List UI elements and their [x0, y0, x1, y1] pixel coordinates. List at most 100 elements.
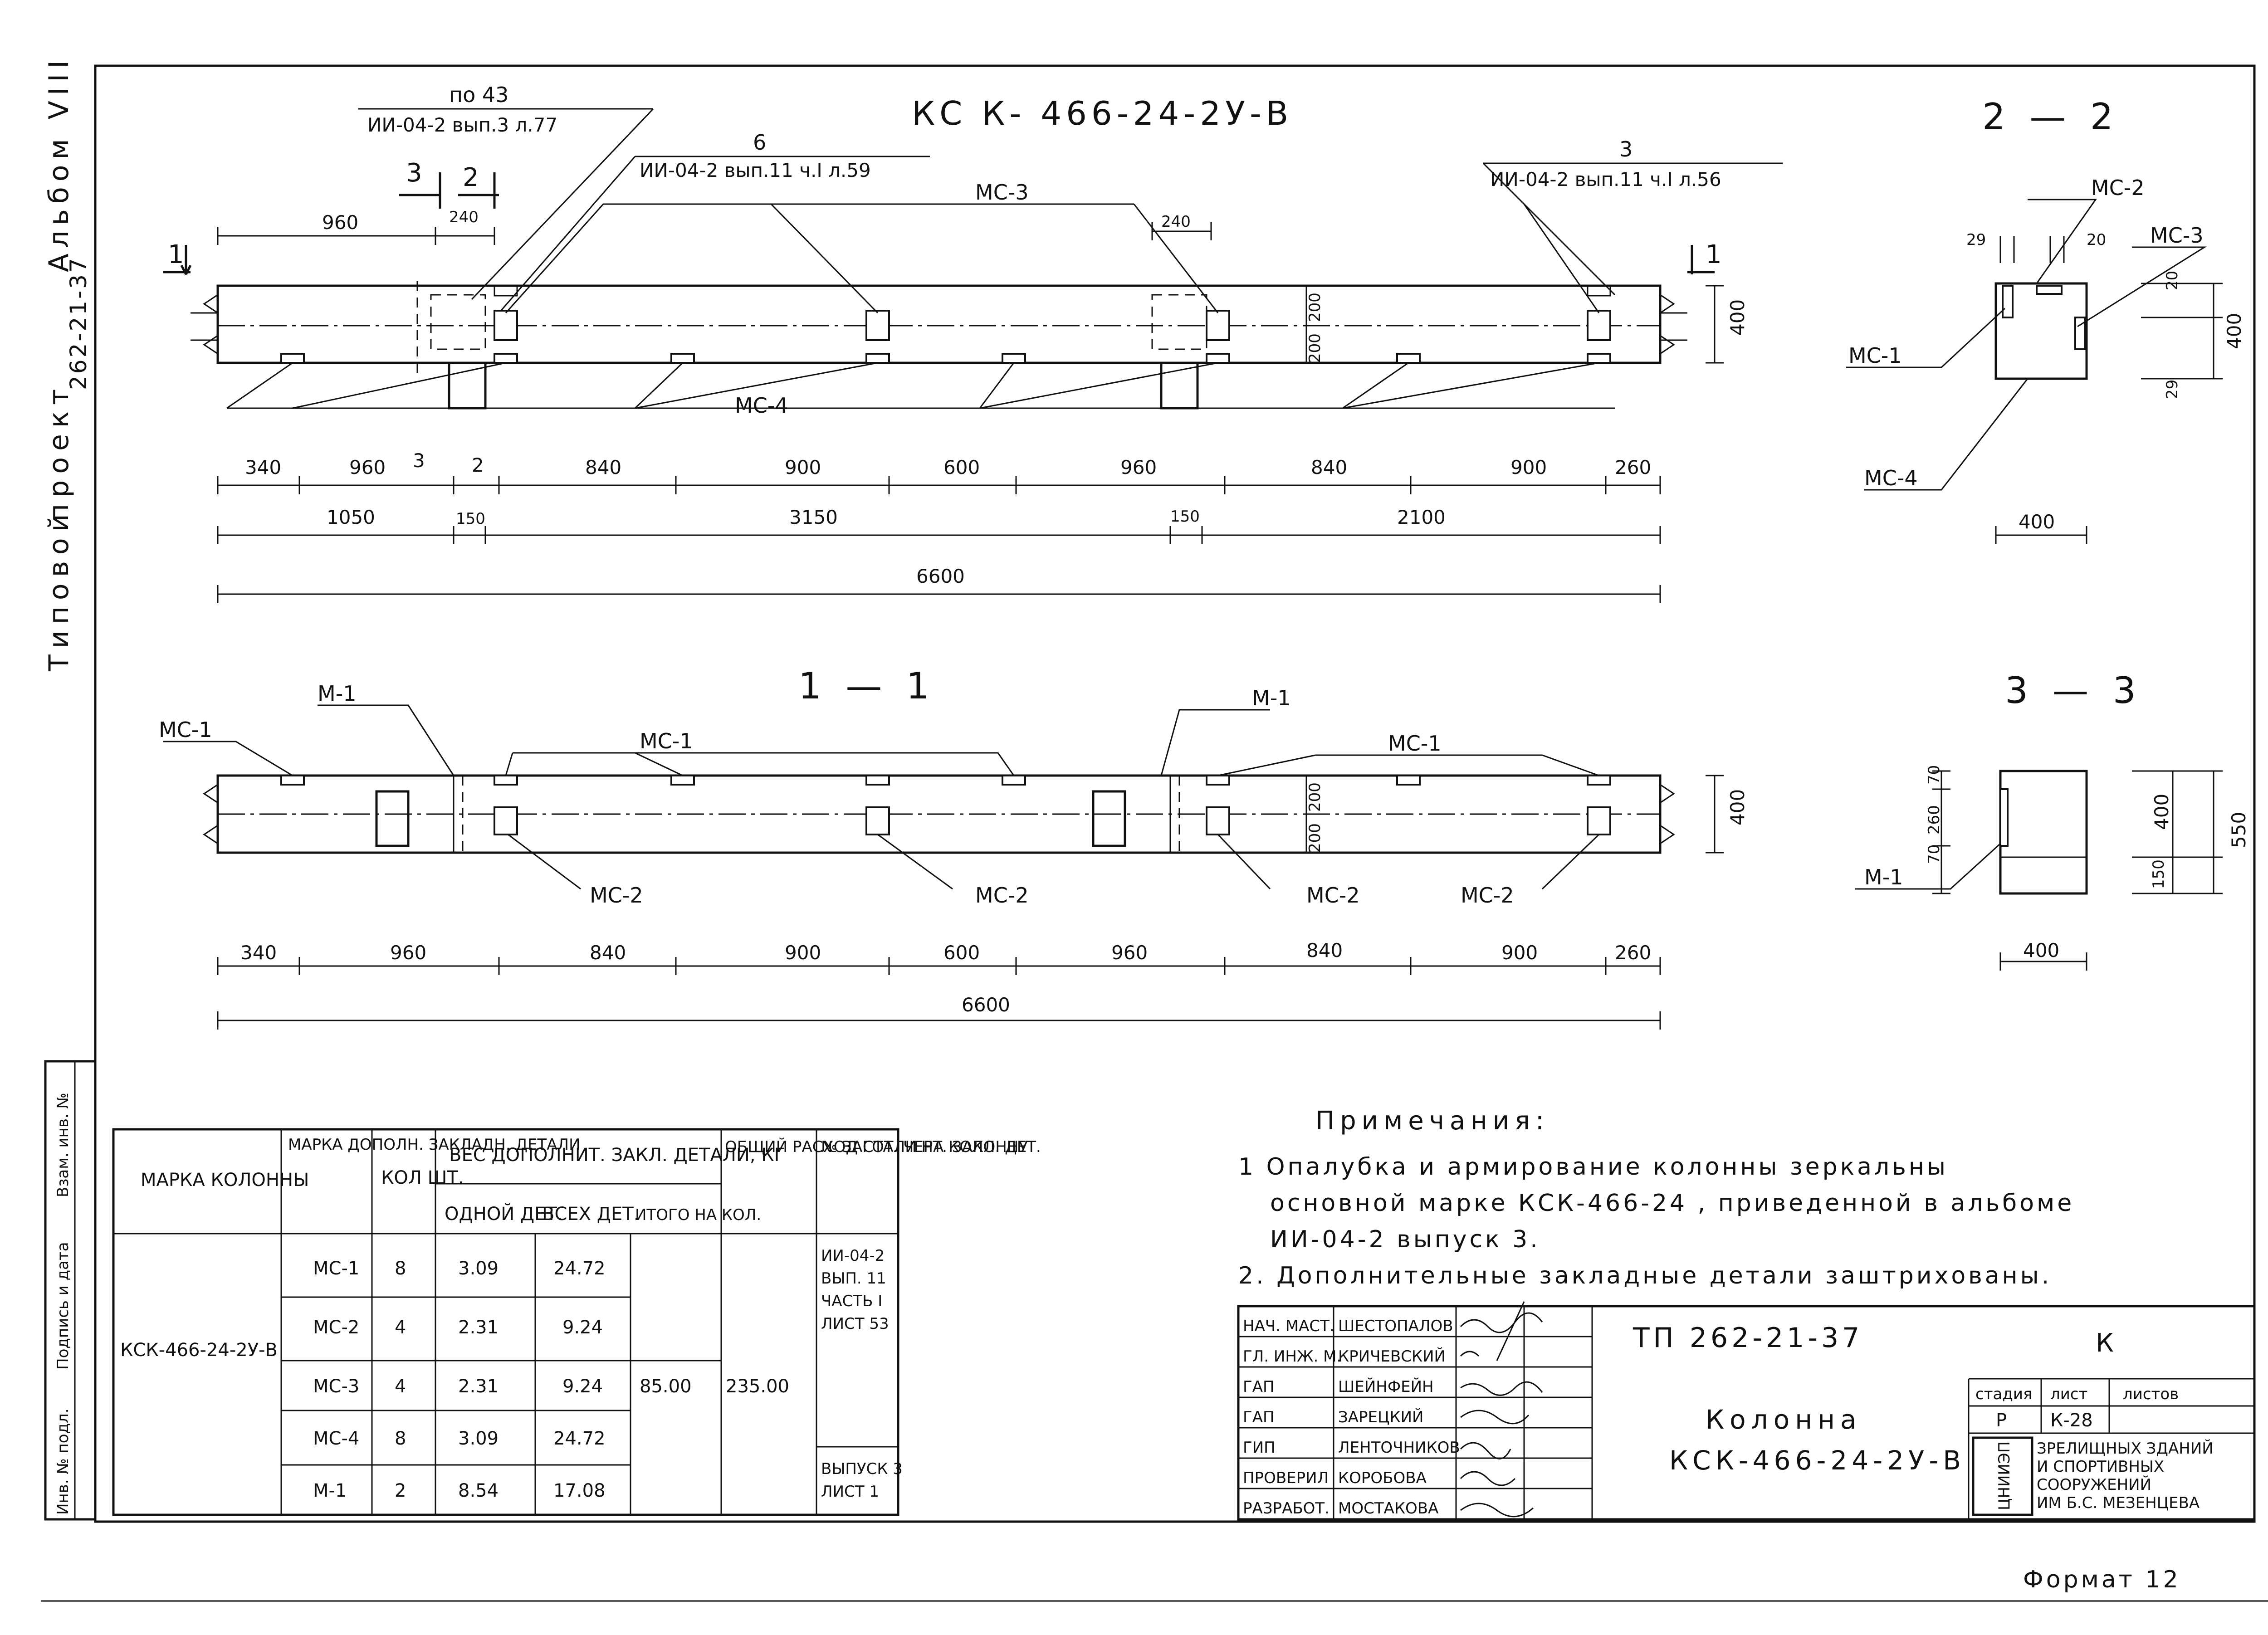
section-mark-1-left: 1	[168, 240, 184, 269]
staff-6-role: РАЗРАБОТ.	[1243, 1499, 1330, 1518]
tb-stage-h: стадия	[1975, 1385, 2032, 1403]
dim-22-20a: 20	[2087, 231, 2106, 249]
label-ms1-mid: МС-1	[640, 729, 693, 753]
section-mark-2: 2	[463, 163, 479, 192]
dim-r1-840b: 840	[1311, 456, 1347, 478]
row3-detail: МС-3	[313, 1376, 359, 1397]
dim-11-600: 600	[943, 942, 980, 964]
dim-11-840a: 840	[590, 942, 626, 964]
staff-6-name: МОСТАКОВА	[1338, 1499, 1438, 1518]
th-detail: МАРКА ДОПОЛН. ЗАКЛАДН. ДЕТАЛИ	[288, 1136, 581, 1154]
dim-r2-3150: 3150	[789, 506, 838, 528]
tb-name-1: Колонна	[1706, 1404, 1862, 1435]
label-22-ms1: МС-1	[1848, 343, 1902, 368]
ref-mid-doc: ИИ-04-2 вып.11 ч.I л.59	[640, 159, 871, 181]
staff-1-name: КРИЧЕВСКИЙ	[1338, 1347, 1446, 1366]
plates-section-1-1	[280, 775, 1611, 835]
signatures	[1460, 1301, 1543, 1518]
label-ms2-c: МС-2	[1306, 883, 1360, 908]
ref-right-doc: ИИ-04-2 вып.11 ч.I л.56	[1490, 168, 1721, 190]
ref-top-left-doc: ИИ-04-2 вып.3 л.77	[367, 114, 557, 136]
row5-qty: 2	[395, 1480, 406, 1501]
label-m1-right: М-1	[1252, 686, 1291, 710]
drawing-title: КС К- 466-24-2У-В	[912, 94, 1293, 132]
dim-upper-960: 960	[322, 211, 358, 234]
ref-a-2: ЧАСТЬ I	[821, 1292, 882, 1310]
ref-a-1: ВЫП. 11	[821, 1269, 886, 1288]
note-2: 2. Дополнительные закладные детали заштр…	[1238, 1262, 2052, 1289]
label-ms2-a: МС-2	[590, 883, 643, 908]
row1-all: 24.72	[553, 1258, 606, 1279]
row2-all: 9.24	[562, 1317, 603, 1338]
title-block: НАЧ. МАСТ. ШЕСТОПАЛОВ ГЛ. ИНЖ. М. КРИЧЕВ…	[1237, 1301, 2256, 1521]
section-3-3: 3 — 3 70 260 70 М-1 150 400 550 400	[1855, 669, 2250, 971]
tb-org-3: ИМ Б.С. МЕЗЕНЦЕВА	[2037, 1494, 2200, 1512]
dim-22-400h: 400	[2019, 511, 2055, 533]
dim-11-200a: 200	[1306, 782, 1324, 812]
label-ms1-right: МС-1	[1388, 731, 1442, 756]
row4-detail: МС-4	[313, 1428, 359, 1449]
dim-33-400: 400	[2151, 794, 2173, 830]
elevation-top: МС-3 МС-4 1 3 2 1 960 240 240 400 200 20…	[163, 158, 1749, 603]
dim-33-70a: 70	[1925, 765, 1943, 785]
dim-r2-150b: 150	[1170, 508, 1200, 526]
th-weight-group: ВЕС ДОПОЛНИТ. ЗАКЛ. ДЕТАЛИ, КГ	[449, 1145, 785, 1166]
label-33-m1: М-1	[1864, 865, 1903, 889]
note-1-line1: 1 Опалубка и армирование колонны зеркаль…	[1238, 1153, 1948, 1181]
staff-2-name: ШЕЙНФЕЙН	[1338, 1377, 1434, 1396]
format-label: Формат 12	[2023, 1566, 2181, 1593]
dim-33-550: 550	[2228, 812, 2250, 848]
tb-sheets-h: листов	[2123, 1385, 2179, 1403]
dim-11-200b: 200	[1306, 823, 1324, 853]
ref-right-num: 3	[1619, 137, 1633, 161]
stamp-signature-date: Подпись и дата	[54, 1242, 72, 1370]
th-ref: № ЗАГОТ. ЧЕРТ. ЗАКЛ. ДЕТ.	[821, 1138, 1041, 1156]
dim-total-top: 6600	[916, 565, 965, 587]
tb-sheet: К-28	[2050, 1410, 2093, 1431]
ref-mid-num: 6	[753, 130, 766, 155]
section-mark-3: 3	[406, 158, 422, 188]
staff-2-role: ГАП	[1243, 1378, 1275, 1396]
dim-11-340: 340	[240, 942, 277, 964]
dim-upper-240a: 240	[449, 208, 479, 226]
section-3-3-title: 3 — 3	[2005, 669, 2142, 712]
tb-stage: Р	[1996, 1410, 2007, 1431]
stamp-column: Инв. № подл. Подпись и дата Взам. инв. №	[44, 1060, 97, 1521]
th-all: ВСЕХ ДЕТ.	[542, 1204, 639, 1225]
label-ms4-top: МС-4	[735, 393, 788, 418]
side-project-code: 262-21-37	[65, 256, 92, 390]
th-mark-1: МАРКА КОЛОННЫ	[141, 1170, 309, 1191]
tb-org-2: СООРУЖЕНИЙ	[2037, 1475, 2151, 1494]
dim-22-29b: 29	[2163, 380, 2181, 399]
dim-11-900a: 900	[785, 942, 821, 964]
dim-r1-960b: 960	[1120, 456, 1157, 478]
dim-r1-340: 340	[245, 456, 281, 478]
ref-a-0: ИИ-04-2	[821, 1247, 885, 1265]
dim-r1-2: 2	[472, 454, 484, 476]
th-one: ОДНОЙ ДЕТ.	[445, 1203, 563, 1225]
dim-r1-600: 600	[943, 456, 980, 478]
staff-1-role: ГЛ. ИНЖ. М.	[1243, 1347, 1341, 1366]
side-project-line1: Типовой	[43, 508, 75, 672]
dim-11-total: 6600	[962, 994, 1010, 1016]
dim-11-900b: 900	[1501, 942, 1538, 964]
tb-org-0: ЗРЕЛИЩНЫХ ЗДАНИЙ	[2037, 1439, 2214, 1458]
row2-detail: МС-2	[313, 1317, 359, 1338]
plate-ms3-top	[494, 310, 1611, 341]
dim-r1-840a: 840	[585, 456, 621, 478]
details-table: МАРКА КОЛОННЫ МАРКА ДОПОЛН. ЗАКЛАДН. ДЕТ…	[112, 1128, 1041, 1516]
row1-qty: 8	[395, 1258, 406, 1279]
dim-upper-240b: 240	[1161, 213, 1191, 231]
dim-22-29a: 29	[1966, 231, 1986, 249]
note-1-line3: ИИ-04-2 выпуск 3.	[1270, 1226, 1540, 1253]
table-steel: 235.00	[726, 1376, 789, 1397]
section-2-2-title: 2 — 2	[1982, 96, 2120, 138]
row1-one: 3.09	[458, 1258, 499, 1279]
dim-11-840b: 840	[1306, 939, 1343, 961]
stamp-replace-inv: Взам. инв. №	[54, 1093, 72, 1197]
side-project-line2: проект	[43, 383, 75, 522]
staff-0-role: НАЧ. МАСТ.	[1243, 1317, 1334, 1335]
dim-r1-900b: 900	[1510, 456, 1547, 478]
reference-callouts: по 43 ИИ-04-2 вып.3 л.77 6 ИИ-04-2 вып.1…	[358, 83, 1783, 313]
staff-5-name: КОРОБОВА	[1338, 1469, 1427, 1487]
